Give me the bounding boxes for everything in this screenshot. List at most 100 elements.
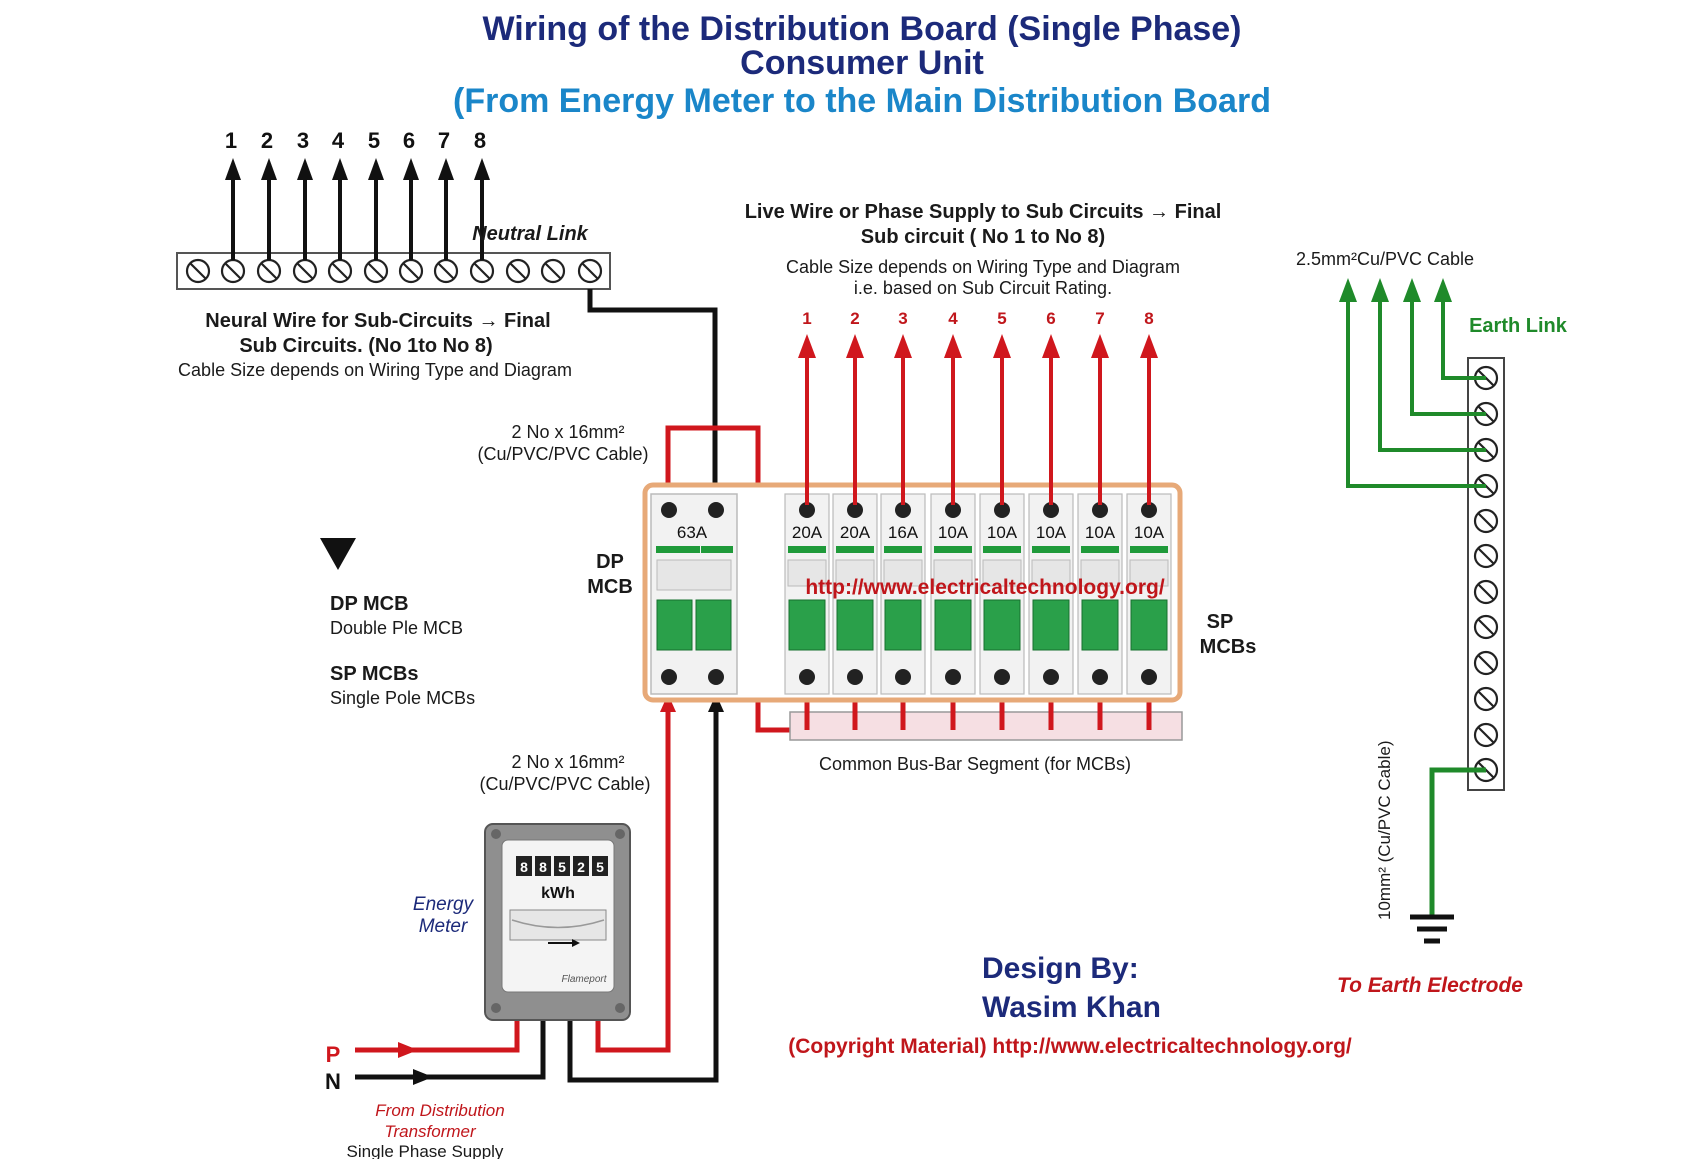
subtitle: (From Energy Meter to the Main Distribut… bbox=[453, 82, 1271, 120]
sp-mcb[interactable]: 10A bbox=[1077, 493, 1123, 695]
supply-from-line1: From Distribution bbox=[375, 1101, 504, 1120]
sp-mcb-rating: 10A bbox=[1036, 523, 1067, 542]
live-arrow-icon bbox=[993, 334, 1011, 358]
sp-mcb-rating: 10A bbox=[938, 523, 969, 542]
live-arrow-icon bbox=[846, 334, 864, 358]
neutral-screw bbox=[398, 258, 424, 284]
sp-mcbs: 20A 20A 16A 10A 10A 10A 10A 10A bbox=[784, 493, 1172, 695]
dp-terminal-bottom-l bbox=[661, 669, 677, 685]
meter-screw-br bbox=[615, 1003, 625, 1013]
dp-status-strip-r bbox=[701, 546, 733, 553]
sp-mcb-body bbox=[880, 493, 926, 695]
dp-rating: 63A bbox=[677, 523, 708, 542]
meter-disc-window bbox=[509, 909, 607, 941]
sp-toggle[interactable] bbox=[1130, 599, 1168, 651]
sp-toggle[interactable] bbox=[1081, 599, 1119, 651]
sp-mcb[interactable]: 10A bbox=[1028, 493, 1074, 695]
live-note-line1: Cable Size depends on Wiring Type and Di… bbox=[786, 257, 1180, 277]
sp-mcb[interactable]: 10A bbox=[930, 493, 976, 695]
live-circuit-number: 4 bbox=[948, 309, 958, 328]
cable-bottom-line1: 2 No x 16mm² bbox=[511, 752, 624, 772]
sp-mcb-body bbox=[1126, 493, 1172, 695]
neutral-screw bbox=[577, 258, 603, 284]
sp-mcb[interactable]: 16A bbox=[880, 493, 926, 695]
neutral-circuit-number: 3 bbox=[297, 128, 309, 153]
earth-electrode-label: To Earth Electrode bbox=[1337, 974, 1523, 997]
sp-terminal-top bbox=[945, 502, 961, 518]
sp-toggle[interactable] bbox=[1032, 599, 1070, 651]
sp-mcb[interactable]: 10A bbox=[1126, 493, 1172, 695]
sp-info-panel bbox=[933, 559, 973, 587]
meter-direction-arrow-icon bbox=[572, 939, 580, 947]
meter-digit: 8 bbox=[520, 859, 528, 875]
dp-terminal-bottom-r bbox=[708, 669, 724, 685]
supply-from-line2: Transformer bbox=[384, 1122, 477, 1141]
sp-mcb-rating: 10A bbox=[1134, 523, 1165, 542]
neutral-circuit-number: 2 bbox=[261, 128, 273, 153]
live-arrow-icon bbox=[1091, 334, 1109, 358]
dp-toggle-r[interactable] bbox=[695, 599, 732, 651]
dp-toggle-l[interactable] bbox=[656, 599, 693, 651]
earth-wires bbox=[1339, 278, 1486, 488]
live-note-line2: i.e. based on Sub Circuit Rating. bbox=[854, 278, 1112, 298]
neutral-screw bbox=[433, 258, 459, 284]
neutral-wire-meter-to-mcb bbox=[567, 700, 719, 1083]
sp-info-panel bbox=[1129, 559, 1169, 587]
cable-bottom-line2: (Cu/PVC/PVC Cable) bbox=[479, 774, 650, 794]
neutral-screw bbox=[327, 258, 353, 284]
meter-label-line2: Meter bbox=[419, 916, 468, 937]
sp-terminal-bottom bbox=[1141, 669, 1157, 685]
earth-arrow-icon bbox=[1434, 278, 1452, 302]
dp-mcb-body bbox=[650, 493, 738, 695]
neutral-arrow-icon bbox=[297, 158, 313, 180]
neutral-screw bbox=[292, 258, 318, 284]
earth-screw bbox=[1473, 686, 1499, 712]
dp-terminal-top-l bbox=[661, 502, 677, 518]
sp-mcb-rating: 16A bbox=[888, 523, 919, 542]
earth-wire bbox=[1410, 300, 1486, 416]
live-arrow-mcb bbox=[660, 694, 676, 712]
sp-toggle[interactable] bbox=[934, 599, 972, 651]
earth-cable-label: 2.5mm²Cu/PVC Cable bbox=[1296, 249, 1474, 269]
sp-terminal-bottom bbox=[1092, 669, 1108, 685]
down-triangle-icon bbox=[320, 538, 356, 570]
live-circuit-number: 8 bbox=[1144, 309, 1153, 328]
cable-top-line1: 2 No x 16mm² bbox=[511, 422, 624, 442]
live-circuit-number: 3 bbox=[898, 309, 907, 328]
neutral-arrow-icon bbox=[332, 158, 348, 180]
neutral-arrow-icon bbox=[403, 158, 419, 180]
sp-status-strip bbox=[884, 546, 922, 553]
sp-mcb[interactable]: 20A bbox=[832, 493, 878, 695]
live-circuit-number: 5 bbox=[997, 309, 1006, 328]
sp-status-strip bbox=[1081, 546, 1119, 553]
meter-disc-curve bbox=[511, 919, 605, 929]
meter-screw-tr bbox=[615, 829, 625, 839]
neutral-screw bbox=[505, 258, 531, 284]
earth-screw bbox=[1473, 614, 1499, 640]
sp-terminal-top bbox=[1141, 502, 1157, 518]
earth-arrow-icon bbox=[1371, 278, 1389, 302]
sp-mcb[interactable]: 10A bbox=[979, 493, 1025, 695]
meter-digit: 5 bbox=[558, 859, 566, 875]
sp-status-strip bbox=[934, 546, 972, 553]
sp-mcb-rating: 20A bbox=[840, 523, 871, 542]
sp-label-line2: MCBs bbox=[1200, 636, 1257, 658]
dp-mcb[interactable]: 63A bbox=[650, 493, 738, 695]
sp-toggle[interactable] bbox=[788, 599, 826, 651]
credits-author: Wasim Khan bbox=[982, 991, 1161, 1024]
sp-toggle[interactable] bbox=[884, 599, 922, 651]
sp-toggle[interactable] bbox=[836, 599, 874, 651]
supply-p-label: P bbox=[326, 1042, 341, 1067]
sp-mcb[interactable]: 20A bbox=[784, 493, 830, 695]
earth-screw bbox=[1473, 722, 1499, 748]
sp-toggle[interactable] bbox=[983, 599, 1021, 651]
sp-status-strip bbox=[1032, 546, 1070, 553]
credits-copyright: (Copyright Material) http://www.electric… bbox=[788, 1035, 1352, 1058]
legend-dp-title: DP MCB bbox=[330, 593, 409, 615]
sp-terminal-bottom bbox=[994, 669, 1010, 685]
sp-info-panel bbox=[982, 559, 1022, 587]
supply-n-label: N bbox=[325, 1069, 341, 1094]
